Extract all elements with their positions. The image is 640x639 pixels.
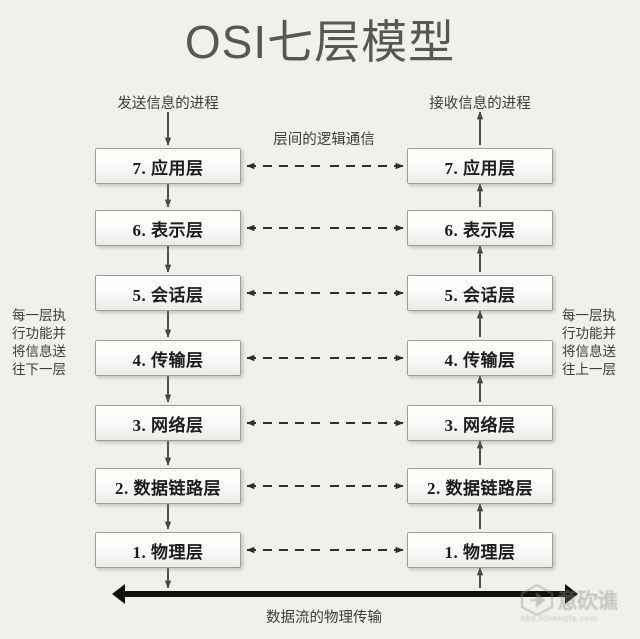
layer-box-right-2[interactable]: 2. 数据链路层 xyxy=(407,468,553,504)
layer-box-right-4[interactable]: 4. 传输层 xyxy=(407,340,553,376)
layer-box-right-6[interactable]: 6. 表示层 xyxy=(407,210,553,246)
physical-transmission-label: 数据流的物理传输 xyxy=(266,610,382,626)
logical-communication-label: 层间的逻辑通信 xyxy=(273,132,375,148)
left-side-note: 每一层执 行功能并 将信息送 往下一层 xyxy=(12,308,66,377)
layer-box-left-3[interactable]: 3. 网络层 xyxy=(95,405,241,441)
sender-process-label: 发送信息的进程 xyxy=(117,96,219,112)
right-side-note: 每一层执 行功能并 将信息送 往上一层 xyxy=(562,308,616,377)
page-title: OSI七层模型 xyxy=(184,16,456,68)
layer-box-right-5[interactable]: 5. 会话层 xyxy=(407,275,553,311)
layer-box-left-4[interactable]: 4. 传输层 xyxy=(95,340,241,376)
layer-box-left-5[interactable]: 5. 会话层 xyxy=(95,275,241,311)
watermark: 意砍谯 bbs.fchengfa.com xyxy=(519,583,637,631)
watermark-url: bbs.fchengfa.com xyxy=(521,613,598,623)
layer-box-right-7[interactable]: 7. 应用层 xyxy=(407,148,553,184)
watermark-text: 意砍谯 xyxy=(557,590,618,613)
layer-box-left-2[interactable]: 2. 数据链路层 xyxy=(95,468,241,504)
layer-box-left-6[interactable]: 6. 表示层 xyxy=(95,210,241,246)
hexagon-logo-icon xyxy=(521,583,553,617)
layer-box-left-7[interactable]: 7. 应用层 xyxy=(95,148,241,184)
receiver-process-label: 接收信息的进程 xyxy=(429,96,531,112)
layer-box-right-1[interactable]: 1. 物理层 xyxy=(407,532,553,568)
layer-box-right-3[interactable]: 3. 网络层 xyxy=(407,405,553,441)
layer-box-left-1[interactable]: 1. 物理层 xyxy=(95,532,241,568)
